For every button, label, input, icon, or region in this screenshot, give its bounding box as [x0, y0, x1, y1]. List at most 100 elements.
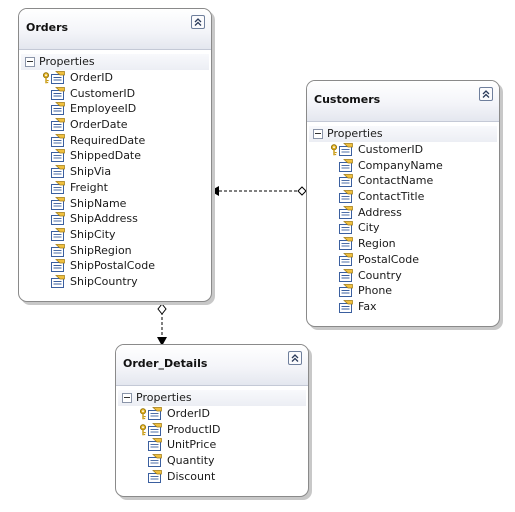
- property-icon: [51, 118, 65, 132]
- property-item[interactable]: OrderDate: [19, 117, 211, 133]
- property-item[interactable]: UnitPrice: [116, 437, 308, 453]
- property-icon: [339, 174, 353, 188]
- property-item[interactable]: ShipVia: [19, 164, 211, 180]
- property-icon: [51, 165, 65, 179]
- section-label: Properties: [136, 391, 192, 404]
- property-name: Freight: [70, 180, 108, 194]
- property-name: ShipName: [70, 196, 127, 210]
- property-item[interactable]: ProductID: [116, 422, 308, 438]
- property-item[interactable]: CustomerID: [19, 86, 211, 102]
- property-icon: [51, 196, 65, 210]
- property-name: CompanyName: [358, 158, 443, 172]
- property-name: ShipRegion: [70, 243, 132, 257]
- property-item[interactable]: EmployeeID: [19, 101, 211, 117]
- entity-header[interactable]: Customers: [307, 81, 499, 122]
- property-item[interactable]: ShippedDate: [19, 148, 211, 164]
- property-name: Address: [358, 205, 402, 219]
- key-icon: [139, 408, 147, 420]
- property-item[interactable]: ShipCity: [19, 227, 211, 243]
- entity-title: Orders: [26, 21, 69, 34]
- property-item[interactable]: Fax: [307, 299, 499, 315]
- property-icon: [339, 237, 353, 251]
- property-icon: [148, 422, 162, 436]
- property-item[interactable]: Discount: [116, 469, 308, 485]
- property-name: ContactName: [358, 174, 434, 188]
- property-name: RequiredDate: [70, 133, 146, 147]
- section-header[interactable]: Properties: [21, 54, 209, 70]
- property-icon: [51, 212, 65, 226]
- section-label: Properties: [39, 55, 95, 68]
- key-icon: [330, 144, 338, 156]
- property-item[interactable]: ContactName: [307, 173, 499, 189]
- property-icon: [51, 275, 65, 288]
- minus-icon[interactable]: [313, 129, 323, 139]
- chevron-double-up-icon[interactable]: [479, 87, 493, 101]
- property-name: City: [358, 221, 380, 235]
- property-icon: [51, 243, 65, 257]
- property-icon: [51, 133, 65, 147]
- property-name: ShipCity: [70, 227, 116, 241]
- property-item[interactable]: PostalCode: [307, 252, 499, 268]
- property-name: OrderDate: [70, 118, 128, 132]
- property-name: Discount: [167, 469, 216, 483]
- property-icon: [51, 259, 65, 273]
- property-item[interactable]: City: [307, 220, 499, 236]
- property-item[interactable]: ShipRegion: [19, 243, 211, 259]
- entity-header[interactable]: Orders: [19, 9, 211, 50]
- entity-orders[interactable]: Orders Properties OrderID CustomerID Emplo…: [18, 8, 212, 302]
- property-item[interactable]: ShipCountry: [19, 274, 211, 290]
- property-item[interactable]: Country: [307, 268, 499, 284]
- entity-header[interactable]: Order_Details: [116, 345, 308, 386]
- property-icon: [339, 205, 353, 219]
- property-item[interactable]: ShipPostalCode: [19, 258, 211, 274]
- property-icon: [339, 143, 353, 156]
- property-icon: [148, 469, 162, 483]
- property-name: CustomerID: [358, 143, 424, 156]
- property-name: Country: [358, 268, 402, 282]
- property-icon: [51, 149, 65, 163]
- entity-title: Order_Details: [123, 357, 208, 370]
- property-item[interactable]: CompanyName: [307, 158, 499, 174]
- property-item[interactable]: Freight: [19, 180, 211, 196]
- entity-title: Customers: [314, 93, 381, 106]
- property-item[interactable]: ContactTitle: [307, 189, 499, 205]
- entity-customers[interactable]: Customers Properties CustomerID CompanyNa…: [306, 80, 500, 327]
- property-icon: [51, 86, 65, 100]
- property-name: Fax: [358, 299, 377, 313]
- property-icon: [339, 190, 353, 204]
- property-item[interactable]: Address: [307, 205, 499, 221]
- section-header[interactable]: Properties: [309, 126, 497, 142]
- property-name: OrderID: [70, 71, 113, 84]
- property-item[interactable]: Phone: [307, 283, 499, 299]
- property-icon: [339, 158, 353, 172]
- property-name: EmployeeID: [70, 102, 137, 116]
- property-item[interactable]: ShipName: [19, 196, 211, 212]
- minus-icon[interactable]: [122, 393, 132, 403]
- property-icon: [51, 102, 65, 116]
- property-icon: [339, 221, 353, 235]
- property-item[interactable]: CustomerID: [307, 142, 499, 158]
- key-icon: [139, 423, 147, 436]
- minus-icon[interactable]: [25, 57, 35, 67]
- association-arrowhead-orderdetails: [157, 337, 167, 346]
- section-label: Properties: [327, 127, 383, 140]
- property-item[interactable]: Region: [307, 236, 499, 252]
- property-icon: [339, 268, 353, 282]
- property-item[interactable]: ShipAddress: [19, 211, 211, 227]
- chevron-double-up-icon[interactable]: [288, 351, 302, 365]
- chevron-double-up-icon[interactable]: [191, 15, 205, 29]
- property-icon: [148, 454, 162, 468]
- property-item[interactable]: Quantity: [116, 453, 308, 469]
- property-item[interactable]: OrderID: [19, 70, 211, 86]
- association-diamond-orders: [157, 303, 167, 315]
- property-name: Region: [358, 237, 396, 251]
- property-item[interactable]: OrderID: [116, 406, 308, 422]
- property-name: CustomerID: [70, 86, 136, 100]
- property-item[interactable]: RequiredDate: [19, 133, 211, 149]
- section-header[interactable]: Properties: [118, 390, 306, 406]
- property-icon: [148, 438, 162, 452]
